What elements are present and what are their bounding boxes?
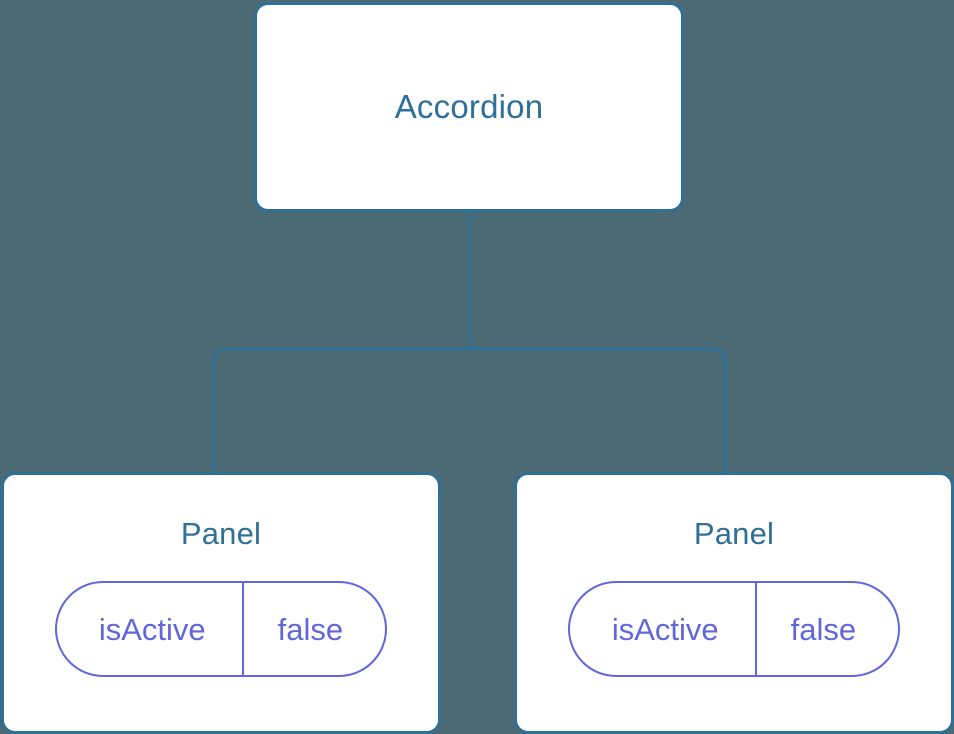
edge-to-panel-right	[470, 347, 727, 475]
prop-value-isactive-2: false	[790, 611, 857, 647]
node-accordion-label: Accordion	[394, 87, 544, 125]
prop-pill-isactive-1[interactable]: isActive false	[54, 581, 388, 678]
node-panel-1[interactable]: Panel isActive false	[1, 472, 441, 734]
edge-to-panel-left	[212, 347, 470, 475]
prop-value-isactive-1: false	[277, 611, 344, 647]
prop-pill-isactive-2[interactable]: isActive false	[567, 581, 901, 678]
prop-key-isactive-2: isActive	[570, 583, 757, 676]
node-panel-2-label: Panel	[693, 516, 775, 551]
node-panel-1-label: Panel	[180, 516, 262, 551]
prop-key-isactive-1: isActive	[57, 583, 244, 676]
node-panel-2[interactable]: Panel isActive false	[514, 472, 954, 734]
node-accordion[interactable]: Accordion	[254, 2, 684, 212]
